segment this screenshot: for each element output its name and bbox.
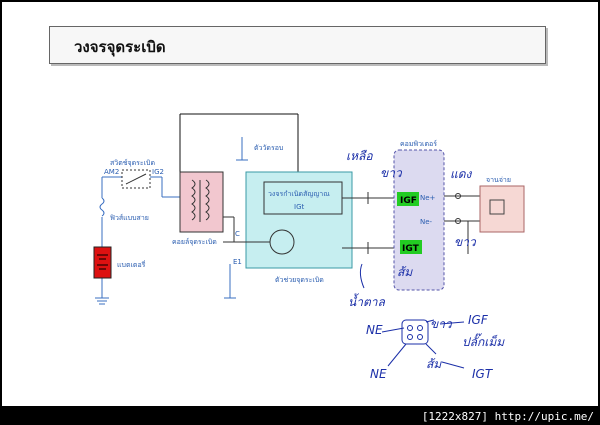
connector-igt: IGT [472, 367, 494, 381]
signal-generator-label: วงจรกำเนิดสัญญาณ [268, 190, 330, 198]
battery-plates [97, 254, 108, 270]
igf-badge [397, 192, 419, 206]
battery-label: แบตเตอรี่ [117, 260, 146, 269]
battery [93, 246, 112, 279]
igt-inner-label: IGt [294, 203, 304, 211]
connector-igf: IGF [468, 313, 489, 327]
fuse-label: ฟิวส์แบบสาย [110, 214, 149, 222]
c-terminal-label: C [235, 230, 240, 238]
title-box: วงจรจุดระเบิด [49, 26, 546, 64]
handwritten-brown: น้ำตาล [348, 293, 385, 309]
pickup-coil [489, 199, 505, 215]
igf-badge-text: IGF [400, 196, 417, 206]
connector-ne-top: NE [366, 323, 383, 337]
tachometer-label: ตัววัดรอบ [254, 144, 283, 152]
handwritten-white-top: ขาว [380, 166, 403, 180]
handwritten-orange: ส้ม [397, 265, 413, 279]
ne-minus-terminal [455, 218, 461, 224]
sensor-label: จานจ่าย [486, 176, 511, 184]
connector-sketch [381, 319, 465, 369]
fuse-symbol [99, 197, 105, 217]
igniter-label: ตัวช่วยจุดระเบิด [275, 276, 324, 284]
connector-plug: ปลั๊กเม็ม [462, 333, 505, 349]
ignition-circuit-diagram: สวิตช์จุดระเบิด AM2 IG2 ฟิวส์แบบสาย แบตเ… [93, 113, 525, 381]
ignition-switch-box [121, 169, 151, 189]
igt-badge [400, 240, 422, 254]
handwritten-green: เหลือ [346, 149, 373, 163]
connector-orange: ส้ม [426, 357, 442, 371]
ne-minus-label: Ne- [420, 218, 433, 226]
power-wiring [95, 176, 180, 305]
ignition-coil [179, 171, 224, 233]
connector-ne-bottom: NE [370, 367, 387, 381]
am2-label: AM2 [104, 168, 119, 176]
igniter [245, 171, 353, 269]
e1-terminal-label: E1 [233, 258, 242, 266]
image-host-footer: [1222x827] http://upic.me/ [421, 410, 594, 423]
handwritten-white-right: ขาว [454, 235, 477, 249]
computer-ecu [393, 149, 445, 291]
ne-plus-terminal [455, 193, 461, 199]
ignition-switch-contact [125, 173, 147, 185]
distributor-sensor [479, 185, 525, 233]
computer-label: คอมพิวเตอร์ [400, 140, 437, 148]
igt-badge-text: IGT [402, 244, 420, 254]
document-page: วงจรจุดระเบิด สวิตช์จุดระเบิด AM2 IG2 ฟิ… [2, 2, 598, 406]
ig2-label: IG2 [152, 168, 164, 176]
ignition-coil-label: คอยล์จุดระเบิด [172, 238, 217, 246]
connector-white: ขาว [430, 317, 453, 331]
handwritten-sensor-note: แดง [450, 167, 473, 181]
coil-windings [191, 179, 210, 222]
ne-plus-label: Ne+ [420, 194, 436, 202]
ignition-switch-label: สวิตช์จุดระเบิด [110, 159, 155, 167]
handwritten-arrow-brown [359, 263, 365, 289]
page-title: วงจรจุดระเบิด [74, 38, 166, 56]
